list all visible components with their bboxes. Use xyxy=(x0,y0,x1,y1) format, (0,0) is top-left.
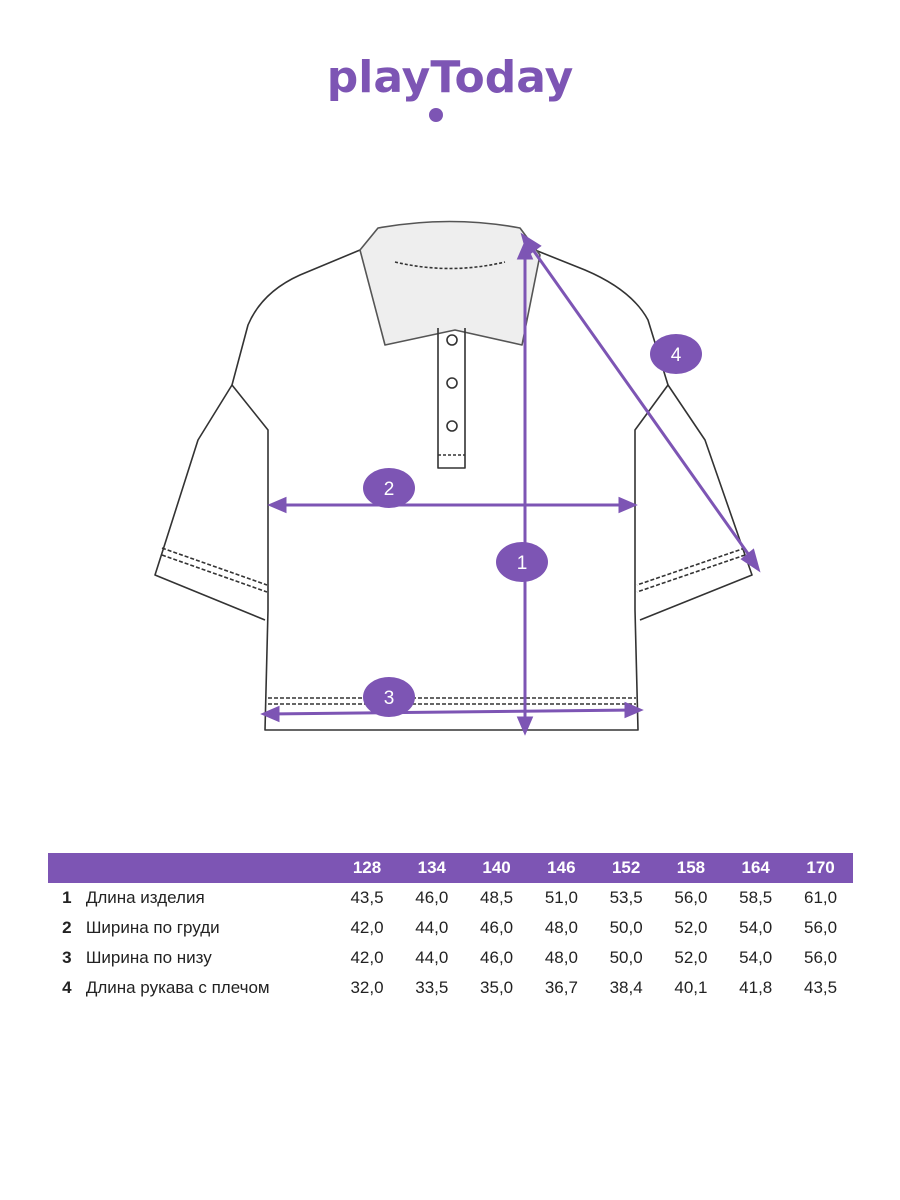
row-label: Длина изделия xyxy=(85,888,205,907)
size-header-cell: 140 xyxy=(464,853,529,883)
table-cell: 48,0 xyxy=(544,918,578,937)
size-header-cell: 158 xyxy=(658,853,724,883)
table-cell: 42,0 xyxy=(350,948,384,967)
table-cell: 50,0 xyxy=(609,948,643,967)
row-number: 3 xyxy=(62,948,72,967)
marker-2-label: 2 xyxy=(384,479,395,500)
table-cell: 48,5 xyxy=(480,888,514,907)
table-cell: 43,5 xyxy=(350,888,384,907)
header-spacer-label xyxy=(85,853,335,883)
table-row: 3 Ширина по низу 42,0 44,0 46,0 48,0 50,… xyxy=(48,943,853,973)
polo-shirt-outline xyxy=(154,220,753,731)
row-number: 4 xyxy=(62,978,72,997)
table-cell: 42,0 xyxy=(350,918,384,937)
table-cell: 51,0 xyxy=(544,888,578,907)
row-label: Ширина по груди xyxy=(85,918,220,937)
brand-logo-dot xyxy=(429,108,443,122)
table-row: 2 Ширина по груди 42,0 44,0 46,0 48,0 50… xyxy=(48,913,853,943)
table-cell: 33,5 xyxy=(415,978,449,997)
measurement-lines xyxy=(260,232,761,736)
marker-3: 3 xyxy=(363,677,415,717)
table-cell: 56,0 xyxy=(804,918,838,937)
size-header-cell: 152 xyxy=(593,853,659,883)
polo-shirt-diagram: 1 2 3 4 xyxy=(154,220,761,736)
table-cell: 54,0 xyxy=(739,918,773,937)
brand-logo-text: playToday xyxy=(327,52,574,103)
table-row: 1 Длина изделия 43,5 46,0 48,5 51,0 53,5… xyxy=(48,883,853,913)
marker-1: 1 xyxy=(496,542,548,582)
row-label: Ширина по низу xyxy=(85,948,212,967)
table-cell: 43,5 xyxy=(804,978,838,997)
marker-1-label: 1 xyxy=(517,553,528,574)
table-cell: 50,0 xyxy=(609,918,643,937)
table-cell: 36,7 xyxy=(544,978,578,997)
size-header-row: 128 134 140 146 152 158 164 170 xyxy=(48,853,853,883)
table-cell: 52,0 xyxy=(674,918,708,937)
table-row: 4 Длина рукава с плечом 32,0 33,5 35,0 3… xyxy=(48,973,853,1003)
table-cell: 56,0 xyxy=(804,948,838,967)
table-cell: 44,0 xyxy=(415,948,449,967)
table-cell: 40,1 xyxy=(674,978,708,997)
size-header-cell: 134 xyxy=(399,853,465,883)
table-cell: 56,0 xyxy=(674,888,708,907)
table-cell: 61,0 xyxy=(804,888,838,907)
marker-4-label: 4 xyxy=(671,345,682,366)
table-cell: 53,5 xyxy=(609,888,643,907)
row-label: Длина рукава с плечом xyxy=(85,978,270,997)
brand-logo: playToday xyxy=(327,52,574,122)
table-cell: 48,0 xyxy=(544,948,578,967)
size-header-cell: 146 xyxy=(528,853,594,883)
size-header-cell: 170 xyxy=(788,853,853,883)
table-cell: 52,0 xyxy=(674,948,708,967)
table-cell: 44,0 xyxy=(415,918,449,937)
row-number: 1 xyxy=(62,888,72,907)
marker-2: 2 xyxy=(363,468,415,508)
table-cell: 58,5 xyxy=(739,888,773,907)
table-cell: 38,4 xyxy=(609,978,643,997)
table-cell: 46,0 xyxy=(480,948,514,967)
marker-3-label: 3 xyxy=(384,688,395,709)
table-cell: 35,0 xyxy=(480,978,514,997)
marker-4: 4 xyxy=(650,334,702,374)
table-cell: 41,8 xyxy=(739,978,773,997)
table-cell: 32,0 xyxy=(350,978,384,997)
table-cell: 46,0 xyxy=(415,888,449,907)
table-cell: 54,0 xyxy=(739,948,773,967)
size-chart-table: 128 134 140 146 152 158 164 170 1 Длина … xyxy=(48,853,853,1003)
table-cell: 46,0 xyxy=(480,918,514,937)
header-spacer-num xyxy=(48,853,86,883)
size-header-cell: 128 xyxy=(334,853,400,883)
size-header-cell: 164 xyxy=(723,853,789,883)
row-number: 2 xyxy=(62,918,72,937)
